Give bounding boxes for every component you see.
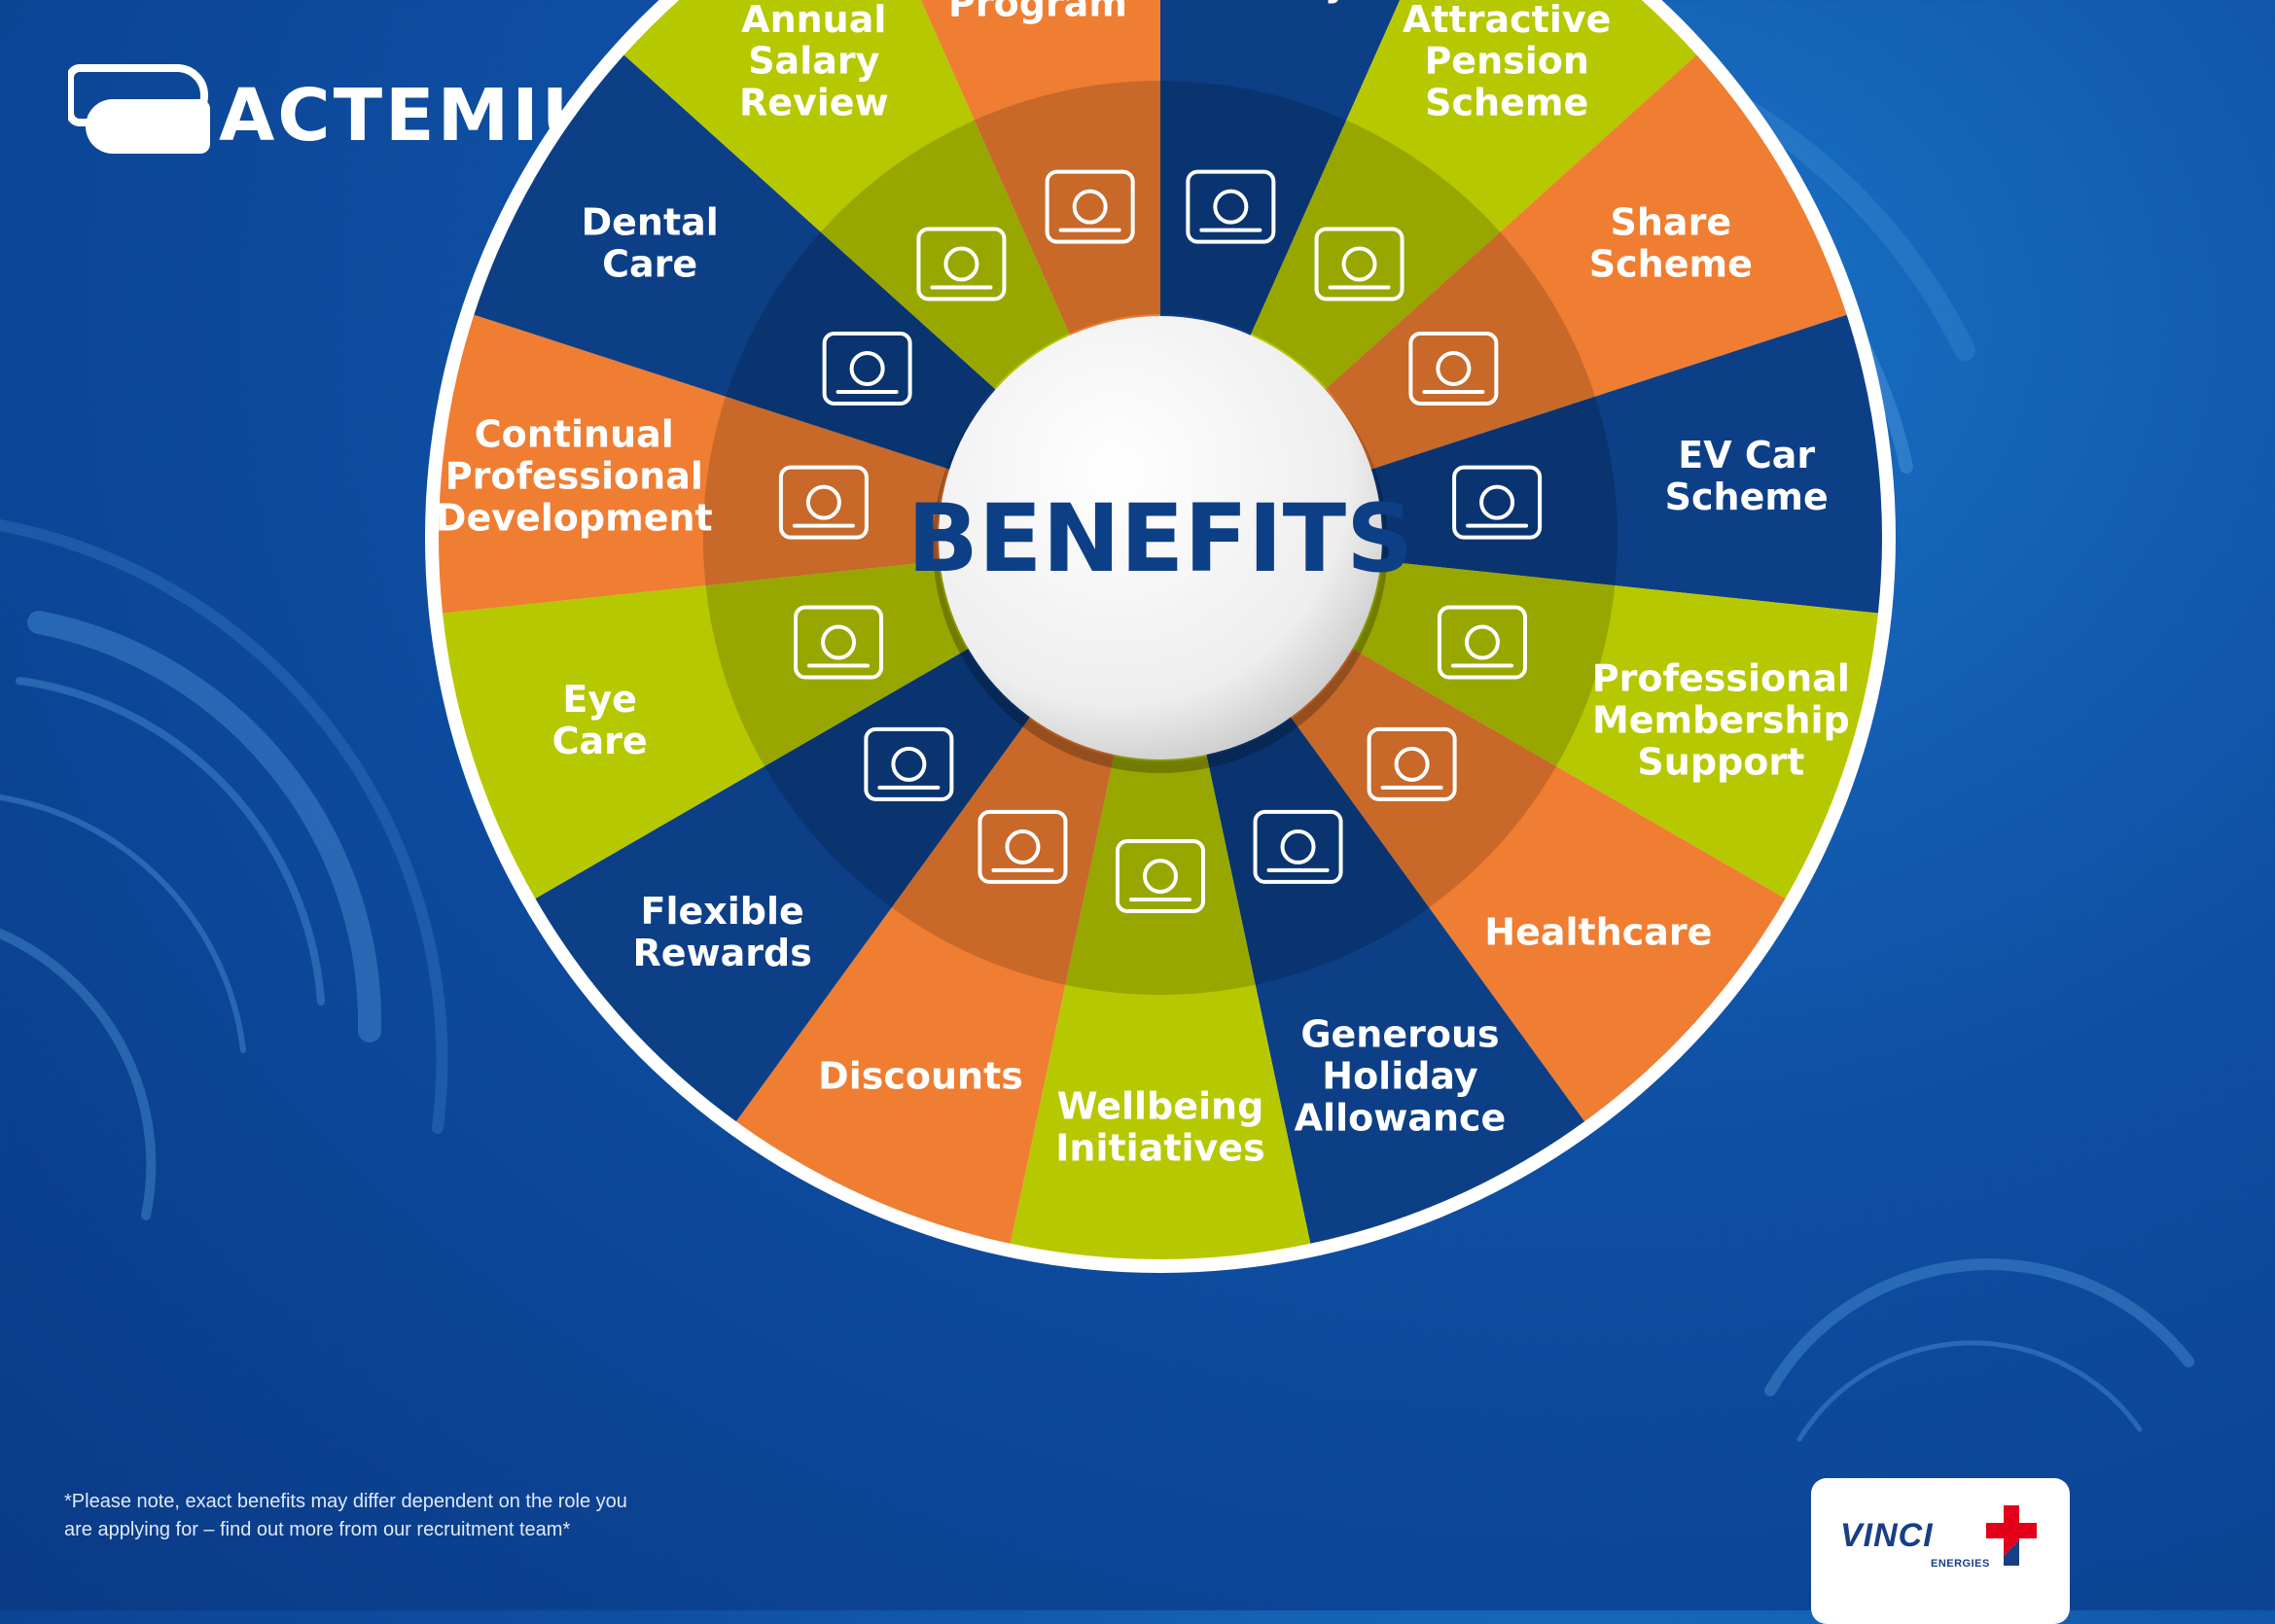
label-line: Pension [1424,40,1588,83]
label-line: Dental [582,201,719,244]
discount-voucher-icon [978,809,1068,884]
label-line: Holiday [1322,1055,1478,1098]
label-line: Scheme [1425,82,1588,124]
label-healthcare: Healthcare [1484,910,1712,953]
segment-inner-generous-holiday-allowance [1206,719,1430,985]
label-competitive-salary: CompetitiveSalary [1156,0,1409,4]
money-search-icon [916,227,1007,301]
segment-employee-assistance-program [920,0,1160,538]
wheel-icons [778,169,1543,913]
stethoscope-icon [1367,726,1457,801]
label-discounts: Discounts [818,1055,1023,1098]
vinci-energies-logo: VINCI ENERGIES [1811,1478,2070,1624]
label-line: Initiatives [1055,1127,1264,1170]
wheel-inner-ring [702,81,1617,995]
label-line: Generous [1300,1013,1499,1056]
actemium-logo [68,64,210,154]
label-line: Development [436,497,713,540]
heart-hand-icon [1116,839,1205,913]
wallet-icon [1186,169,1276,244]
label-line: Professional [1592,656,1850,699]
center-title: BENEFITS [907,484,1414,593]
label-line: Salary [748,40,879,83]
label-line: Attractive [1403,0,1611,41]
segment-inner-annual-salary-review [820,120,1070,389]
label-line: Eye [562,678,637,721]
segment-inner-professional-membership-support [1354,561,1616,766]
label-line: Review [739,82,889,124]
segment-inner-dental-care [726,231,995,469]
segment-inner-continual-professional-development [702,396,948,586]
label-line: Discounts [818,1055,1023,1098]
segment-competitive-salary [1160,0,1401,538]
label-line: Support [1637,740,1804,783]
handshake-document-icon [1437,605,1527,680]
disclaimer-line-2: are applying for – find out more from ou… [64,1519,571,1540]
logo-bubble-front-icon [86,99,210,154]
vinci-wordmark: VINCI [1840,1517,1934,1554]
segment-inner-healthcare [1292,650,1557,908]
tooth-check-icon [822,332,912,406]
vinci-cross-icon [1986,1505,2037,1566]
label-line: Care [552,720,648,762]
disclaimer-line-1: *Please note, exact benefits may differ … [64,1491,627,1512]
segment-inner-share-scheme [1326,231,1595,469]
career-stairs-icon [778,465,869,540]
label-line: Salary [1217,0,1348,4]
segment-inner-attractive-pension-scheme [1251,120,1501,389]
segment-inner-discounts [891,719,1115,985]
label-line: Wellbeing [1057,1085,1264,1128]
label-line: Allowance [1295,1097,1507,1140]
hand-star-icon [864,726,954,801]
segment-inner-flexible-rewards [764,650,1029,908]
label-line: Membership [1592,698,1850,741]
label-line: EV Car [1678,434,1815,477]
label-line: Rewards [632,932,811,974]
vinci-subtitle: ENERGIES [1931,1558,1990,1570]
wheel-labels: CompetitiveSalaryAttractivePensionScheme… [436,0,1850,1170]
label-line: Share [1611,201,1732,244]
segment-inner-evcar-scheme [1372,396,1617,586]
label-line: Flexible [641,890,804,933]
employees-icon [1045,169,1135,244]
center-disc [939,316,1382,759]
suitcase-icon [1253,809,1343,884]
segment-inner-competitive-salary [1160,81,1347,334]
label-line: Program [948,0,1127,24]
glasses-icon [794,605,884,680]
label-line: Annual [741,0,886,41]
segment-inner-wellbeing-initiatives [1065,756,1256,995]
wheel-center: BENEFITS [907,316,1414,773]
segment-inner-employee-assistance-program [974,81,1160,334]
disclaimer: *Please note, exact benefits may differ … [64,1488,803,1544]
segment-inner-eye-care [705,561,967,766]
label-line: Scheme [1665,476,1829,518]
label-employee-assistance-program: EmployeeAssistanceProgram [926,0,1149,24]
label-line: Care [602,243,697,286]
label-line: Continual [475,413,674,456]
label-line: Professional [445,455,703,498]
piggy-bank-icon [1314,227,1404,301]
puzzle-hands-icon [1408,332,1499,406]
label-line: Healthcare [1484,910,1712,953]
label-line: Scheme [1589,243,1753,286]
ev-car-charger-icon [1452,465,1543,540]
